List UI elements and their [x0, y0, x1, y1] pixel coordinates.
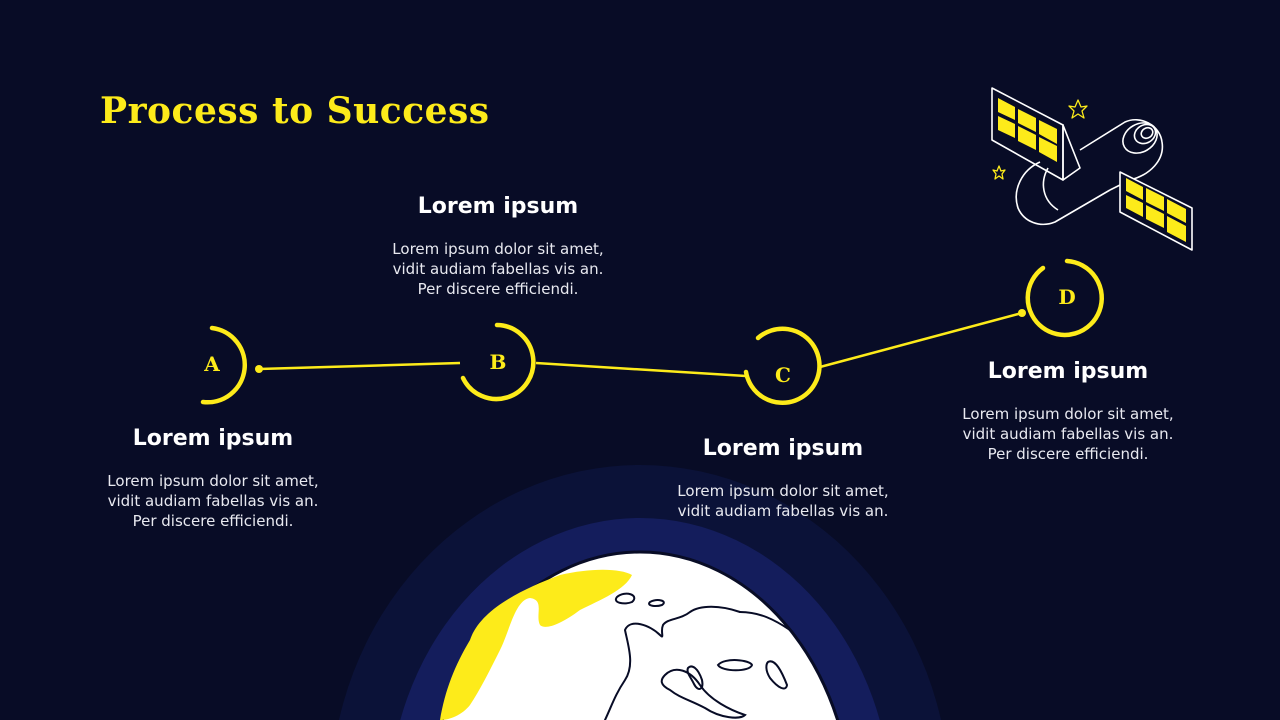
description-line: Per discere efficiendi.	[417, 280, 579, 298]
step-c-letter: C	[775, 363, 791, 387]
description-line: vidit audiam fabellas vis an.	[962, 425, 1174, 443]
description-line: vidit audiam fabellas vis an.	[392, 260, 604, 278]
step-b-description: Lorem ipsum dolor sit amet, vidit audiam…	[368, 239, 628, 299]
description-line: Lorem ipsum dolor sit amet,	[962, 405, 1174, 423]
slide-title: Process to Success	[100, 90, 490, 132]
earth-globe-icon	[339, 465, 941, 720]
step-b-ring	[460, 322, 536, 402]
step-d-ring	[1025, 258, 1104, 338]
step-d-description: Lorem ipsum dolor sit amet, vidit audiam…	[938, 404, 1198, 464]
description-line: Per discere efficiendi.	[132, 512, 294, 530]
connector-dot	[255, 365, 263, 373]
description-line: Lorem ipsum dolor sit amet,	[677, 482, 889, 500]
step-a-ring	[200, 325, 248, 405]
star-icon	[992, 99, 1088, 180]
step-d-letter: D	[1058, 285, 1076, 309]
step-d-heading: Lorem ipsum	[987, 359, 1149, 384]
satellite-icon	[991, 87, 1193, 251]
step-b-heading: Lorem ipsum	[417, 194, 579, 219]
description-line: Lorem ipsum dolor sit amet,	[392, 240, 604, 258]
step-a-text: Lorem ipsum Lorem ipsum dolor sit amet, …	[83, 425, 343, 531]
step-c-description: Lorem ipsum dolor sit amet, vidit audiam…	[653, 481, 913, 521]
connector-dot	[1018, 309, 1026, 317]
step-d-text: Lorem ipsum Lorem ipsum dolor sit amet, …	[938, 358, 1198, 464]
step-a-heading: Lorem ipsum	[132, 426, 294, 451]
description-line: vidit audiam fabellas vis an.	[677, 502, 889, 520]
step-b-text: Lorem ipsum Lorem ipsum dolor sit amet, …	[368, 193, 628, 299]
description-line: Per discere efficiendi.	[987, 445, 1149, 463]
connector-lines	[258, 311, 1023, 378]
step-a-letter: A	[204, 352, 220, 376]
step-c-heading: Lorem ipsum	[702, 436, 864, 461]
step-a-description: Lorem ipsum dolor sit amet, vidit audiam…	[83, 471, 343, 531]
description-line: Lorem ipsum dolor sit amet,	[107, 472, 319, 490]
step-b-letter: B	[489, 350, 507, 374]
step-c-ring	[743, 326, 822, 405]
step-c-text: Lorem ipsum Lorem ipsum dolor sit amet, …	[653, 435, 913, 521]
description-line: vidit audiam fabellas vis an.	[107, 492, 319, 510]
